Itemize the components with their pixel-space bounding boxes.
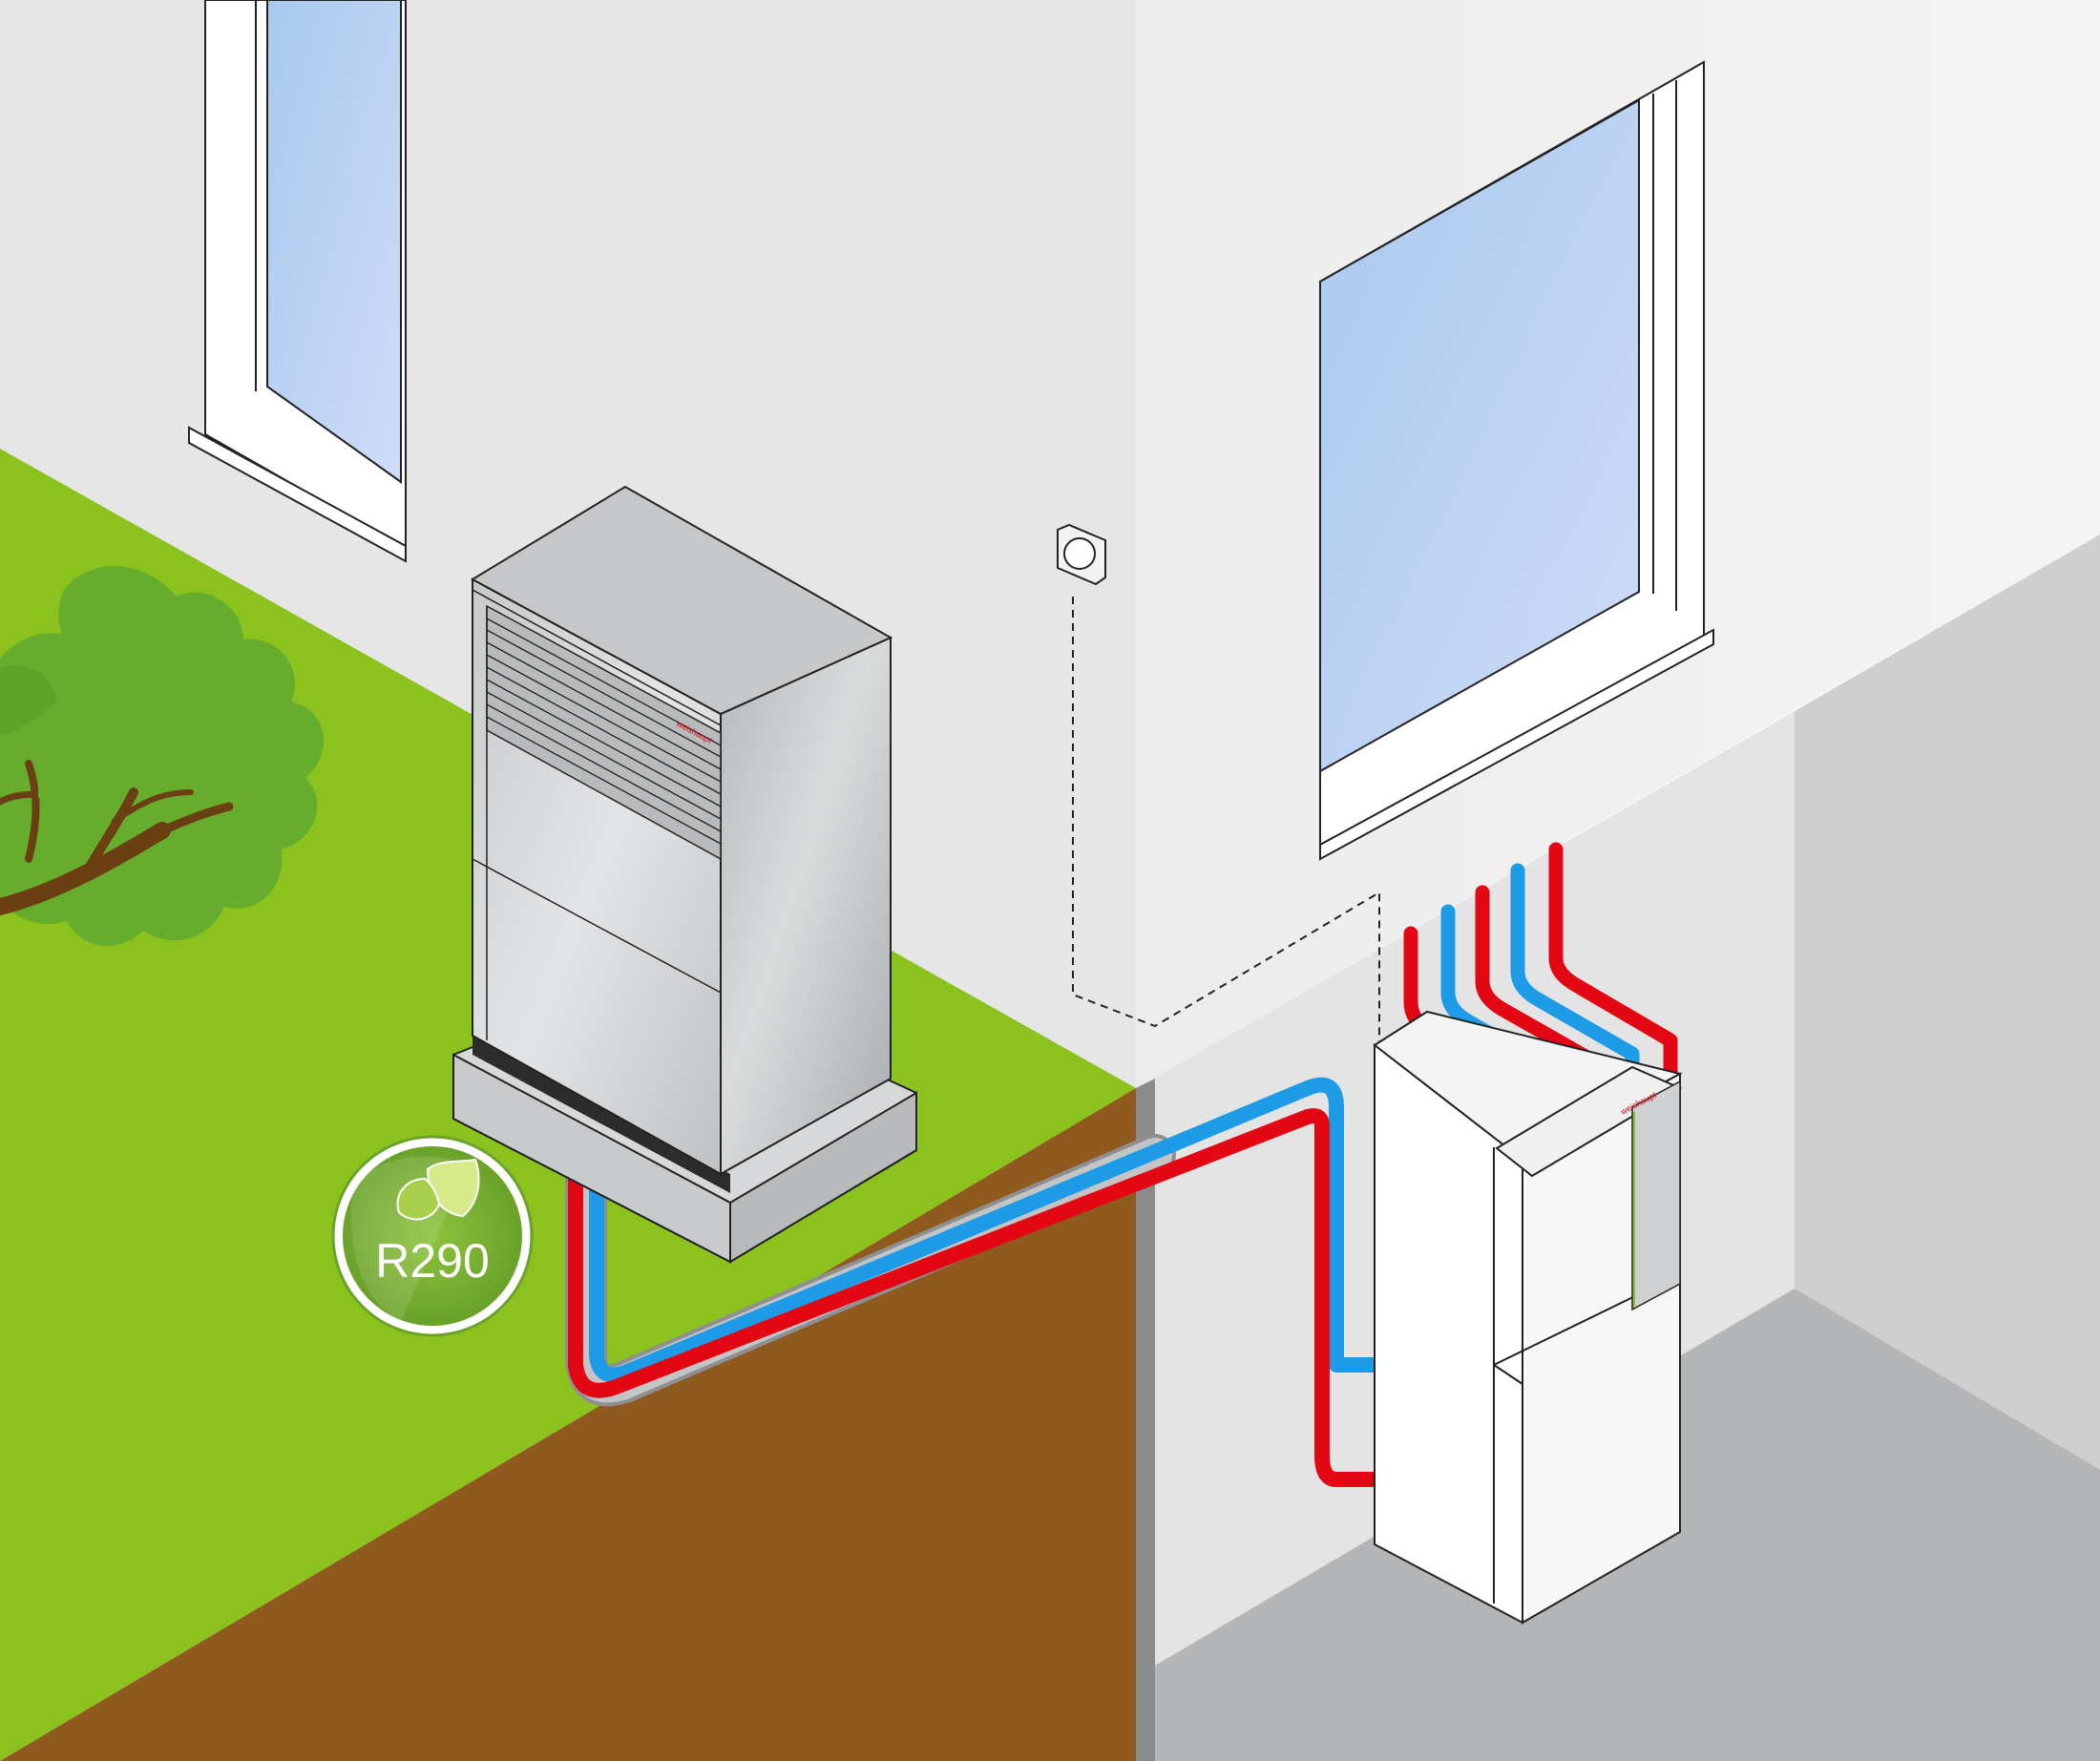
- indoor-unit-control-strip: [1631, 1080, 1681, 1311]
- outdoor-temperature-sensor: [1057, 523, 1106, 586]
- return-pipe: [589, 1077, 1380, 1383]
- window-right: [1319, 60, 1714, 861]
- unit-side-panel: [720, 636, 892, 1176]
- tree-foliage: [0, 566, 325, 947]
- unit-top-panel: [470, 485, 893, 716]
- riser-pipe-return-2: [1510, 863, 1640, 1096]
- riser-pipe-flow-3: [1548, 842, 1678, 1081]
- two-leaves-icon: [396, 1158, 480, 1221]
- foundation-wall: [1136, 1079, 1155, 1761]
- sensor-dial-icon: [1063, 537, 1096, 570]
- refrigerant-label: R290: [375, 1234, 490, 1288]
- tree-branches: [0, 760, 234, 915]
- riser-pipe-flow-2: [1475, 885, 1606, 1105]
- louvre-lines: [486, 618, 722, 845]
- tree-foliage-back: [0, 664, 57, 735]
- tree: [0, 566, 325, 947]
- sensor-control-cable: [1072, 597, 1380, 1050]
- window-left: [188, 0, 407, 563]
- outdoor-heat-pump-unit: weishaupt: [452, 485, 917, 1264]
- flow-pipe: [568, 1108, 1380, 1487]
- indoor-heat-pump-module: weishaupt: [1373, 1010, 1683, 1625]
- r290-refrigerant-badge: R290: [331, 1135, 534, 1337]
- window-sill: [188, 426, 407, 563]
- window-sill: [1319, 628, 1714, 861]
- soil: [0, 1088, 1136, 1761]
